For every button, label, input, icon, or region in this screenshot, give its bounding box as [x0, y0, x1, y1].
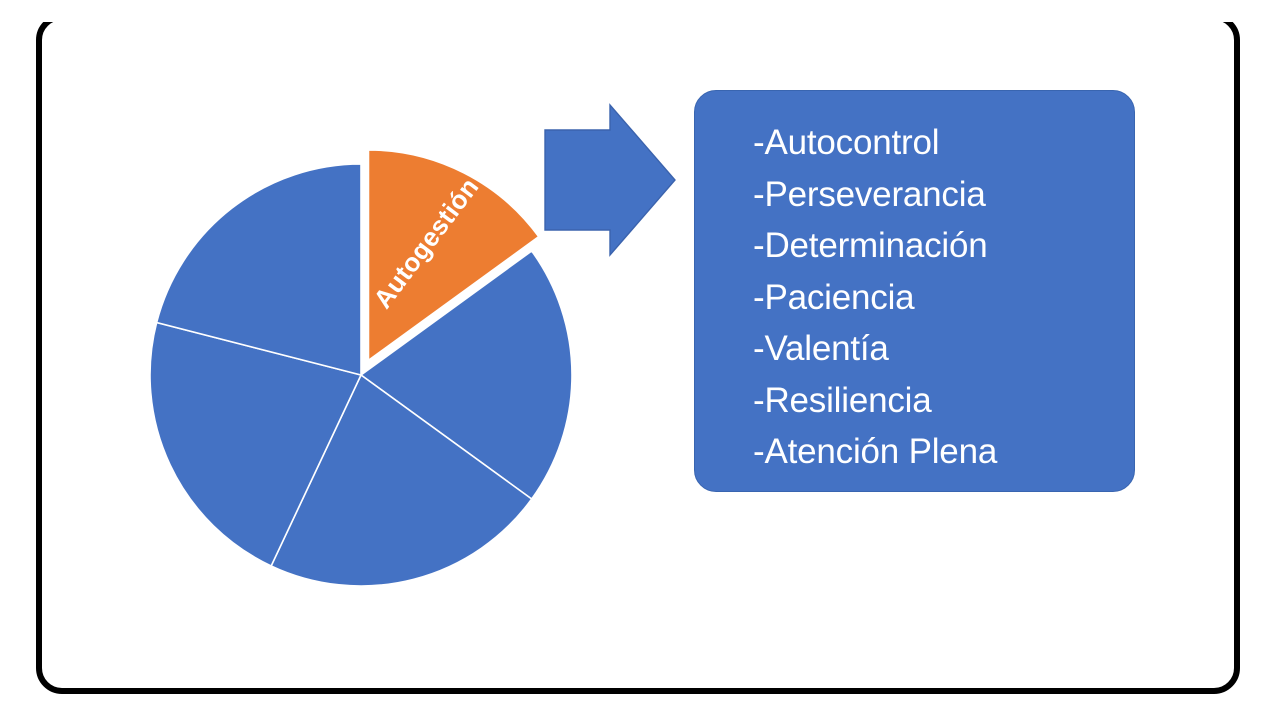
- slide-frame-top-gap-corner: [36, 8, 46, 18]
- list-item: -Perseverancia: [753, 174, 986, 214]
- list-item: -Valentía: [753, 329, 889, 368]
- slide-frame-top-gap: [42, 8, 1234, 22]
- list-item: -Paciencia: [753, 277, 915, 317]
- list-item: -Autocontrol: [753, 123, 940, 162]
- list-item: -Atención Plena: [753, 432, 998, 471]
- pie-slice[interactable]: [149, 321, 363, 567]
- list-item: -Determinación: [753, 226, 988, 265]
- arrow-shape: [544, 103, 676, 257]
- pie-slice[interactable]: [367, 148, 541, 363]
- right-block-arrow-icon: [544, 103, 676, 257]
- list-item: -Resiliencia: [753, 380, 932, 420]
- skills-list-panel[interactable]: -Autocontrol -Perseverancia -Determinaci…: [694, 90, 1135, 492]
- pie-chart[interactable]: Autogestión: [120, 120, 620, 620]
- pie-slice-group: [149, 148, 573, 587]
- pie-slice[interactable]: [359, 249, 573, 501]
- pie-slice[interactable]: [155, 163, 362, 377]
